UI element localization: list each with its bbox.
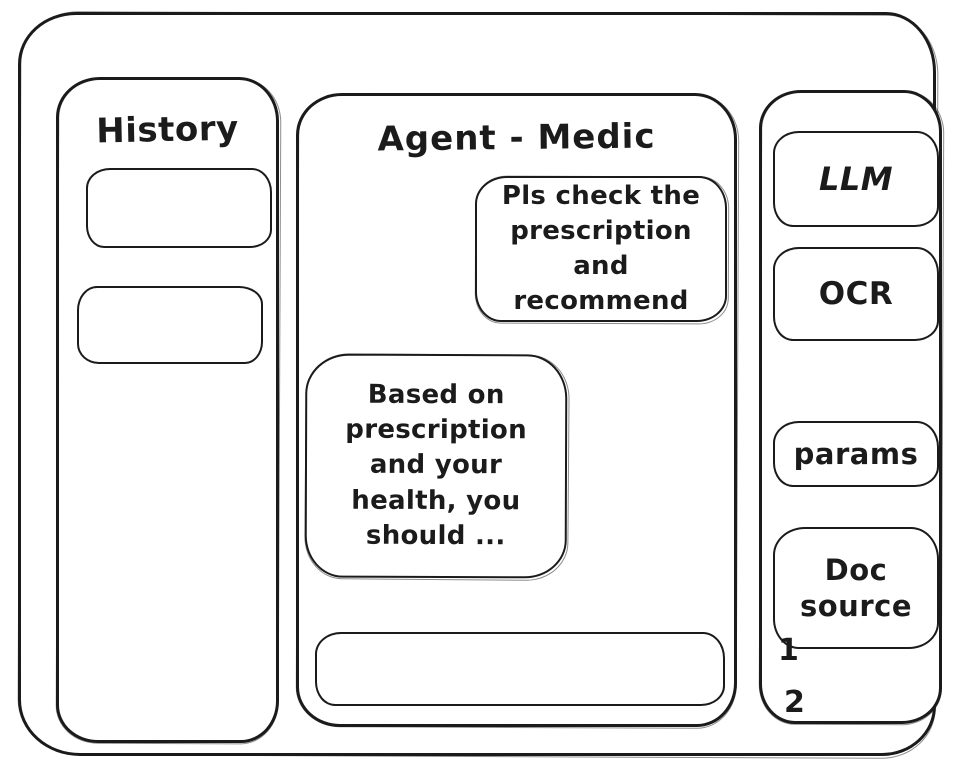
params-button[interactable]: params (773, 421, 939, 487)
chat-input[interactable] (315, 632, 725, 706)
history-item[interactable] (86, 168, 272, 248)
chat-panel-title: Agent - Medic (377, 116, 656, 160)
agent-message-bubble: Based on prescription and your health, y… (304, 353, 568, 579)
user-message-bubble: Pls check the prescription and recommend (475, 176, 727, 322)
chat-panel: Agent - Medic Pls check the prescription… (296, 93, 737, 727)
llm-button[interactable]: LLM (773, 131, 939, 227)
doc-source-item[interactable]: 1 (778, 633, 799, 668)
history-panel: History (56, 77, 279, 743)
app-frame: History Agent - Medic Pls check the pres… (18, 12, 942, 756)
doc-source-button[interactable]: Doc source (773, 527, 939, 649)
ocr-button[interactable]: OCR (773, 247, 939, 341)
tools-panel: LLM OCR params Doc source 1 2 (759, 90, 942, 724)
history-item[interactable] (77, 286, 263, 364)
history-panel-title: History (95, 108, 240, 152)
doc-source-item[interactable]: 2 (784, 685, 805, 720)
